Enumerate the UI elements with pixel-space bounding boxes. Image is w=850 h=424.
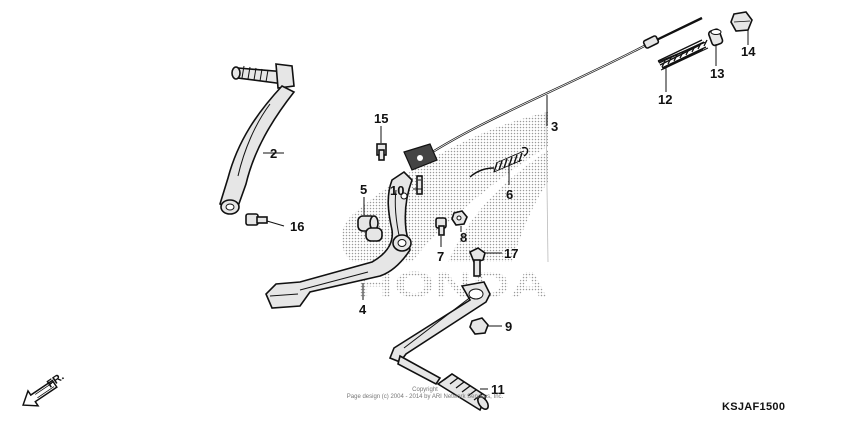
callout-14[interactable]: 14 (741, 44, 756, 59)
callout-5[interactable]: 5 (360, 182, 367, 197)
brake-spring-6[interactable] (469, 146, 529, 178)
brake-cable[interactable] (403, 16, 703, 171)
spring-12[interactable] (657, 39, 709, 71)
bolt-7[interactable] (435, 217, 447, 236)
nut-9[interactable] (469, 317, 489, 335)
leader-lines (263, 30, 749, 390)
pin-10[interactable] (416, 175, 423, 195)
callout-2[interactable]: 2 (270, 146, 277, 161)
callout-12[interactable]: 12 (658, 92, 672, 107)
callout-labels: 2 3 4 5 6 7 8 9 10 11 12 13 14 15 16 17 (270, 44, 756, 397)
copyright-notice: Copyright Page design (c) 2004 - 2014 by… (0, 387, 850, 401)
collar-13[interactable] (707, 28, 724, 47)
copyright-line-2: Page design (c) 2004 - 2014 by ARI Netwo… (346, 394, 504, 400)
bolt-17[interactable] (468, 247, 486, 277)
callout-17[interactable]: 17 (504, 246, 518, 261)
callout-4[interactable]: 4 (359, 302, 367, 317)
callout-15[interactable]: 15 (374, 111, 388, 126)
callout-7[interactable]: 7 (437, 249, 444, 264)
callout-13[interactable]: 13 (710, 66, 724, 81)
adjust-nut-14[interactable] (730, 11, 753, 32)
footrest-rubber-11[interactable] (436, 373, 490, 412)
footrest-bar[interactable] (388, 281, 491, 386)
copyright-line-1: Copyright (412, 387, 438, 393)
callout-11[interactable]: 11 (491, 382, 505, 397)
brake-pedal-4[interactable] (265, 170, 413, 309)
callout-10[interactable]: 10 (390, 183, 404, 198)
bolt-16[interactable] (245, 213, 268, 226)
diagram-code: KSJAF1500 (722, 401, 786, 413)
arrow-down-left-icon (22, 379, 58, 407)
bushing-5[interactable] (357, 215, 383, 242)
nut-8[interactable] (451, 210, 468, 226)
callout-6[interactable]: 6 (506, 187, 513, 202)
callout-3[interactable]: 3 (551, 119, 558, 134)
callout-8[interactable]: 8 (460, 230, 467, 245)
callout-16[interactable]: 16 (290, 219, 304, 234)
callout-9[interactable]: 9 (505, 319, 512, 334)
kick-arm-2[interactable] (219, 63, 296, 215)
bolt-15[interactable] (376, 143, 387, 161)
